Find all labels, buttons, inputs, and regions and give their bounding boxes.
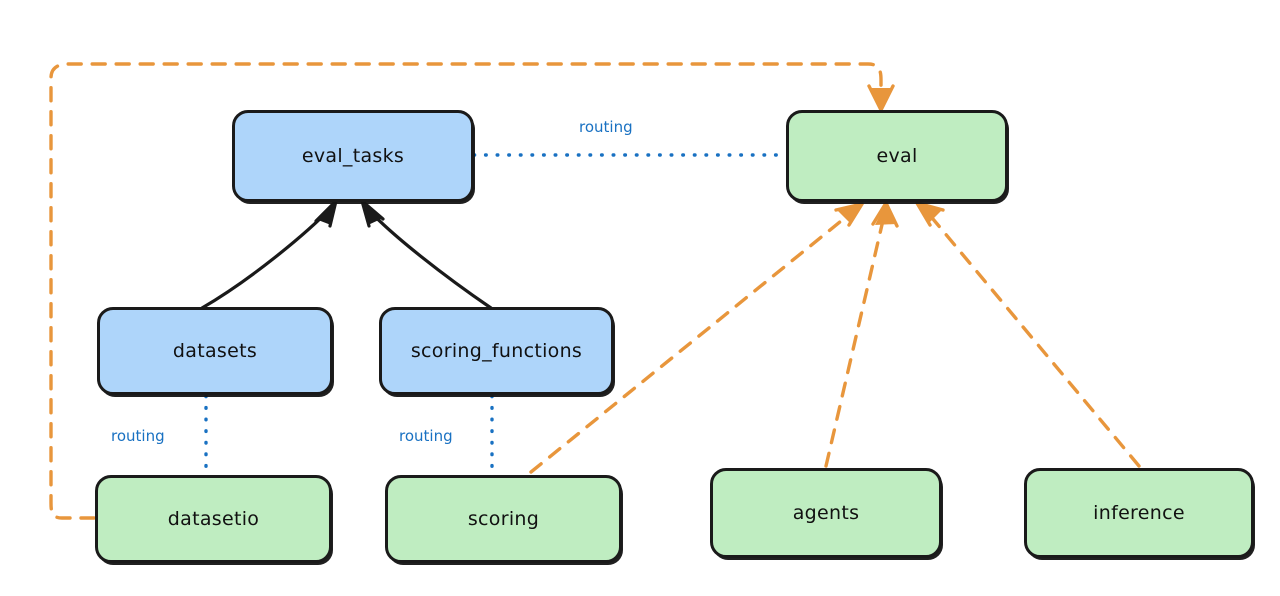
edge-inference-to-eval: [915, 201, 1141, 468]
edge-label-routing-scoring-functions: routing: [399, 427, 453, 445]
node-scoring[interactable]: scoring: [385, 475, 622, 563]
node-label-scoring: scoring: [467, 508, 540, 530]
edge-datasets-to-eval-tasks: [200, 199, 338, 310]
node-label-scoring-functions: scoring_functions: [410, 340, 583, 362]
edge-label-routing-eval-tasks: routing: [579, 118, 633, 136]
node-agents[interactable]: agents: [710, 468, 942, 558]
edge-label-routing-datasets: routing: [111, 427, 165, 445]
node-label-eval: eval: [876, 145, 918, 167]
node-datasets[interactable]: datasets: [97, 307, 333, 395]
node-label-agents: agents: [792, 502, 860, 524]
node-label-datasetio: datasetio: [167, 508, 260, 530]
edge-agents-to-eval: [824, 201, 899, 468]
node-datasetio[interactable]: datasetio: [95, 475, 332, 563]
node-eval-tasks[interactable]: eval_tasks: [232, 110, 474, 202]
node-scoring-functions[interactable]: scoring_functions: [379, 307, 614, 395]
node-eval[interactable]: eval: [786, 110, 1008, 202]
edge-scoring-functions-to-eval-tasks: [360, 199, 493, 310]
node-label-datasets: datasets: [172, 340, 258, 362]
node-inference[interactable]: inference: [1024, 468, 1254, 558]
node-label-inference: inference: [1093, 502, 1185, 524]
node-label-eval-tasks: eval_tasks: [301, 145, 405, 167]
